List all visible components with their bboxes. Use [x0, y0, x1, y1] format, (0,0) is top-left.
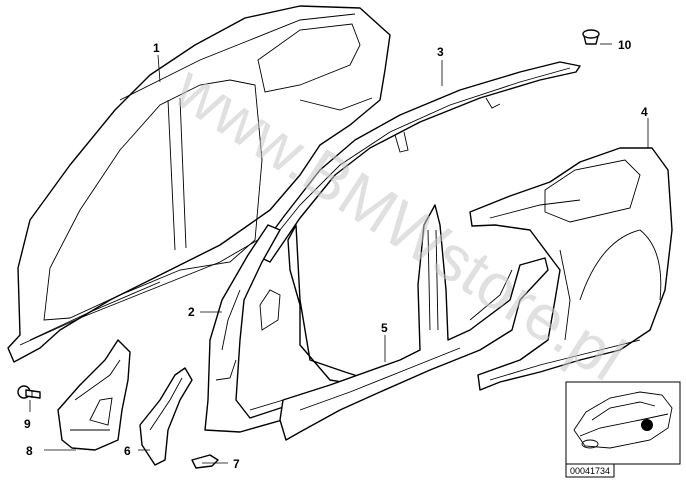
- roof-rail-part-3[interactable]: [254, 61, 581, 263]
- callout-5: 5: [381, 321, 388, 335]
- rocker-part-5[interactable]: [279, 204, 549, 441]
- callout-10: 10: [618, 38, 632, 52]
- rear-quarter-part-4[interactable]: [469, 147, 673, 391]
- side-frame-part-1[interactable]: [7, 5, 391, 363]
- callout-labels: 1 2 3 4 5 6 7 8 9 10: [24, 38, 648, 471]
- callout-9: 9: [24, 417, 31, 431]
- callout-1: 1: [153, 41, 160, 55]
- grommet-part-10[interactable]: [582, 29, 600, 45]
- callout-2: 2: [188, 305, 195, 319]
- car-silhouette-icon: [573, 391, 673, 449]
- reference-code: 00041734: [570, 466, 610, 476]
- bracket-part-8[interactable]: [57, 339, 131, 451]
- callout-4: 4: [641, 105, 648, 119]
- rivet-part-9[interactable]: [17, 385, 41, 399]
- clip-part-7[interactable]: [191, 454, 219, 469]
- callout-7: 7: [233, 457, 240, 471]
- leader-lines: [29, 43, 649, 464]
- callout-6: 6: [124, 444, 131, 458]
- reinforcement-part-6[interactable]: [139, 367, 193, 466]
- locator-thumbnail[interactable]: 00041734: [565, 381, 681, 478]
- callout-3: 3: [437, 45, 444, 59]
- callout-8: 8: [26, 444, 33, 458]
